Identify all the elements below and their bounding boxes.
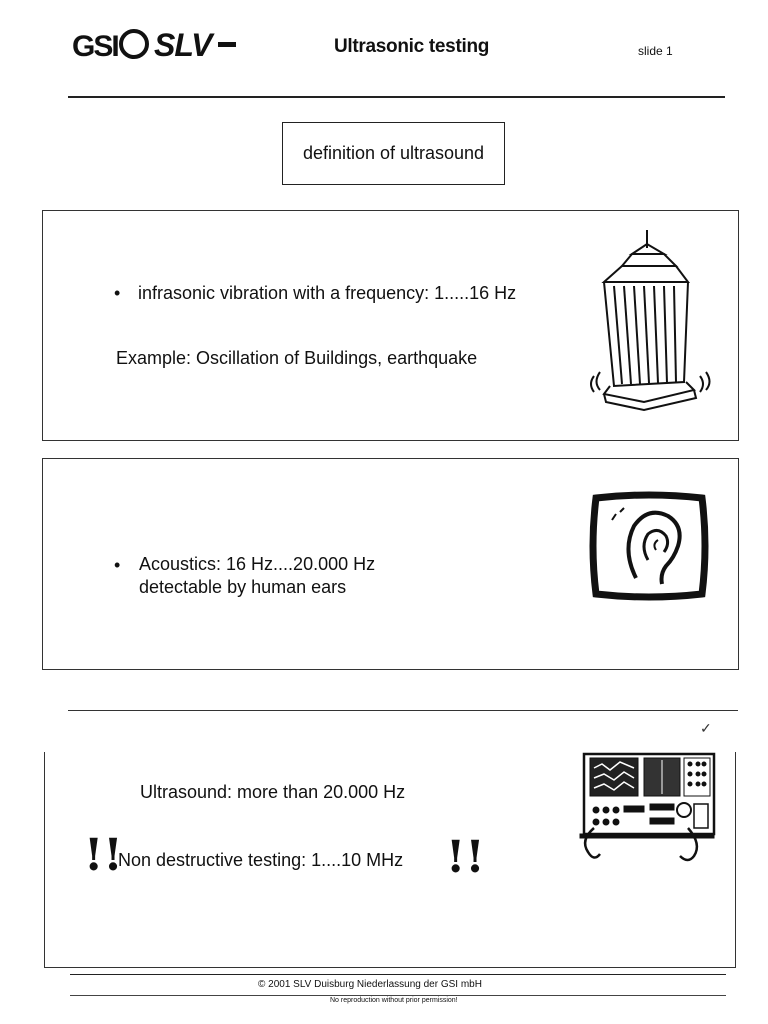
ultrasonic-device-icon (570, 748, 720, 868)
infrasonic-example: Example: Oscillation of Buildings, earth… (116, 348, 478, 368)
ultrasound-panel (44, 752, 736, 968)
bullet-dot: • (114, 283, 121, 303)
ultrasound-text: Ultrasound: more than 20.000 Hz (140, 782, 406, 802)
slide-number: slide 1 (638, 44, 673, 58)
ndt-text: Non destructive testing: 1....10 MHz (118, 850, 404, 870)
definition-label: definition of ultrasound (302, 143, 485, 163)
ultrasound-top-rule (68, 710, 738, 711)
exclamation-right: !! (446, 832, 485, 883)
svg-text:GSI: GSI (72, 30, 118, 63)
exclamation-left: !! (84, 830, 123, 881)
infrasonic-panel (42, 210, 739, 441)
gsi-slv-logo: GSI SLV (72, 24, 242, 64)
copyright-text: © 2001 SLV Duisburg Niederlassung der GS… (258, 979, 482, 990)
acoustics-text: Acoustics: 16 Hz....20.000 Hz (139, 554, 376, 574)
definition-box: definition of ultrasound (282, 122, 505, 185)
header-divider (68, 96, 725, 98)
page-title: Ultrasonic testing (334, 36, 490, 57)
svg-text:SLV: SLV (154, 27, 215, 63)
check-mark: ✓ (700, 720, 712, 736)
ear-icon (586, 490, 712, 602)
footer-divider-top (70, 974, 726, 975)
infrasonic-text: infrasonic vibration with a frequency: 1… (138, 283, 517, 303)
footer-divider-bottom (70, 995, 726, 996)
building-icon (584, 226, 714, 416)
bullet-dot: • (114, 555, 121, 575)
reproduction-notice: No reproduction without prior permission… (330, 997, 458, 1004)
logo-icon: GSI SLV (72, 27, 236, 63)
acoustics-subtext: detectable by human ears (139, 577, 347, 597)
acoustics-panel (42, 458, 739, 670)
